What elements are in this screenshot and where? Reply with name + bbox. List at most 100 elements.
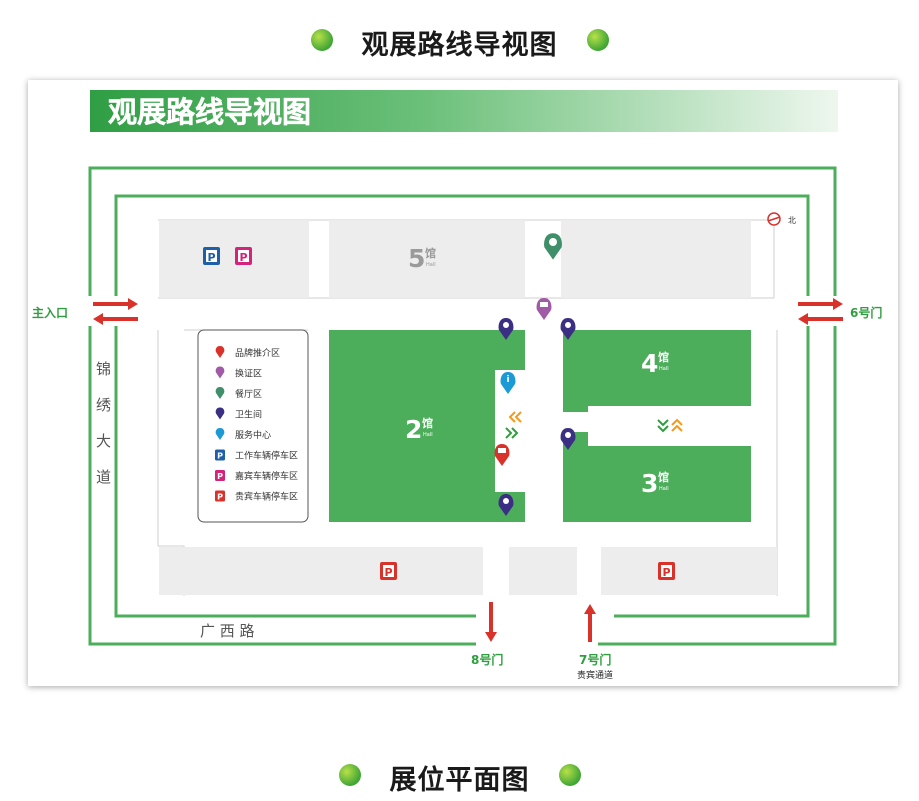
gate7-label: 7号门: [579, 652, 611, 667]
hall2-sub: Hall: [423, 432, 433, 438]
gate6-label: 6号门: [850, 305, 882, 320]
toilet-pin-icon: [560, 318, 576, 340]
north-east-block: [561, 220, 751, 298]
south-road-name: 广 西 路: [200, 622, 255, 640]
legend-label: 换证区: [235, 368, 262, 380]
gate8-arrow: [485, 602, 497, 642]
south-west-parking-block: [159, 547, 483, 595]
gate8-label: 8号门: [471, 652, 503, 667]
hall2-suffix: 馆: [422, 416, 433, 430]
parking-icon: P: [203, 247, 220, 265]
legend-item: 服务中心: [215, 428, 271, 441]
legend-item: P 贵宾车辆停车区: [215, 490, 298, 503]
west-road-char: 大: [96, 432, 111, 450]
parking-icon: P: [215, 470, 225, 481]
route-loop-outer: [88, 166, 837, 646]
parking-icon: P: [235, 247, 252, 265]
pin-icon: [215, 387, 225, 399]
legend-label: 工作车辆停车区: [235, 450, 298, 462]
main-entrance-label: 主入口: [32, 305, 68, 320]
hall5-block: [329, 220, 525, 298]
legend-label: 品牌推介区: [235, 347, 280, 359]
hall3-suffix: 馆: [658, 470, 669, 484]
hall5-suffix: 馆: [425, 246, 436, 260]
legend-label: 卫生间: [235, 409, 262, 421]
chevron-down-icon: [657, 419, 669, 433]
legend-label: 餐厅区: [235, 388, 262, 400]
bottom-heading-title: 展位平面图: [389, 764, 530, 796]
badge-exchange-pin-icon: [536, 298, 552, 320]
restaurant-pin-icon: [544, 233, 562, 260]
chevron-left-icon: [508, 411, 522, 423]
legend-label: 服务中心: [235, 429, 271, 441]
compass-icon: [767, 212, 781, 226]
legend-box: [197, 329, 309, 523]
hall3-number: 3: [641, 469, 658, 498]
chevron-up-icon: [671, 418, 683, 432]
green-dot-icon: [580, 26, 612, 58]
gate6-arrows: [798, 298, 843, 325]
legend-label: 嘉宾车辆停车区: [235, 470, 298, 482]
toilet-pin-icon: [560, 428, 576, 450]
hall3-sub: Hall: [659, 486, 669, 492]
hall4-block: [563, 330, 751, 412]
pin-icon: [215, 366, 225, 379]
legend-item: 换证区: [215, 366, 262, 380]
exhibition-route-map: 观展路线导视图 P P: [28, 80, 898, 686]
parking-icon: P: [215, 449, 225, 461]
svg-text:P: P: [239, 251, 247, 264]
hall4-number: 4: [641, 349, 658, 378]
service-center-pin-icon: i: [500, 372, 516, 394]
compass-label: 北: [788, 216, 796, 225]
parking-icon: P: [380, 562, 397, 580]
legend-item: P 工作车辆停车区: [215, 449, 298, 462]
hall4-suffix: 馆: [658, 350, 669, 364]
west-road-char: 锦: [96, 360, 111, 378]
parking-icon: P: [215, 490, 225, 502]
svg-text:P: P: [217, 493, 223, 502]
map-banner: [90, 90, 838, 132]
svg-text:P: P: [207, 251, 215, 264]
parking-icon: P: [658, 562, 675, 580]
map-banner-title: 观展路线导视图: [108, 95, 311, 129]
top-heading: 观展路线导视图: [0, 17, 919, 67]
main-entrance-arrows: [93, 298, 138, 325]
bottom-heading: 展位平面图: [0, 752, 919, 801]
gate7-arrow: [584, 604, 596, 642]
legend-item: 品牌推介区: [215, 346, 280, 359]
toilet-pin-icon: [498, 494, 514, 516]
legend-label: 贵宾车辆停车区: [235, 491, 298, 503]
chevron-right-icon: [505, 427, 519, 439]
south-middle-block: [509, 547, 577, 595]
svg-text:i: i: [506, 375, 509, 385]
west-road-char: 绣: [96, 396, 111, 414]
svg-text:P: P: [217, 472, 223, 481]
route-loop-inner: [114, 194, 810, 618]
svg-text:P: P: [384, 566, 392, 579]
top-heading-title: 观展路线导视图: [361, 29, 558, 61]
svg-text:P: P: [217, 452, 223, 461]
green-dot-icon: [308, 26, 341, 58]
legend-item: 卫生间: [215, 407, 262, 421]
hall5-sub: Hall: [426, 262, 436, 268]
svg-text:P: P: [662, 566, 670, 579]
gate7-note: 贵宾通道: [577, 669, 613, 681]
south-east-parking-block: [601, 547, 777, 595]
legend-item: P 嘉宾车辆停车区: [215, 470, 298, 482]
legend-item: 餐厅区: [215, 387, 262, 400]
green-dot-icon: [336, 761, 369, 793]
toilet-pin-icon: [498, 318, 514, 340]
north-parking-block: [159, 220, 309, 298]
pin-icon: [215, 428, 225, 440]
hall2-block: [329, 330, 525, 522]
pin-icon: [215, 407, 225, 420]
hall4-sub: Hall: [659, 366, 669, 372]
green-dot-icon: [552, 761, 584, 793]
pin-icon: [215, 346, 225, 358]
hall5-number: 5: [408, 244, 425, 273]
hall2-number: 2: [405, 415, 422, 444]
west-road-char: 道: [96, 468, 111, 486]
map-canvas: 观展路线导视图 P P: [32, 90, 882, 681]
hall3-block: [563, 432, 751, 522]
